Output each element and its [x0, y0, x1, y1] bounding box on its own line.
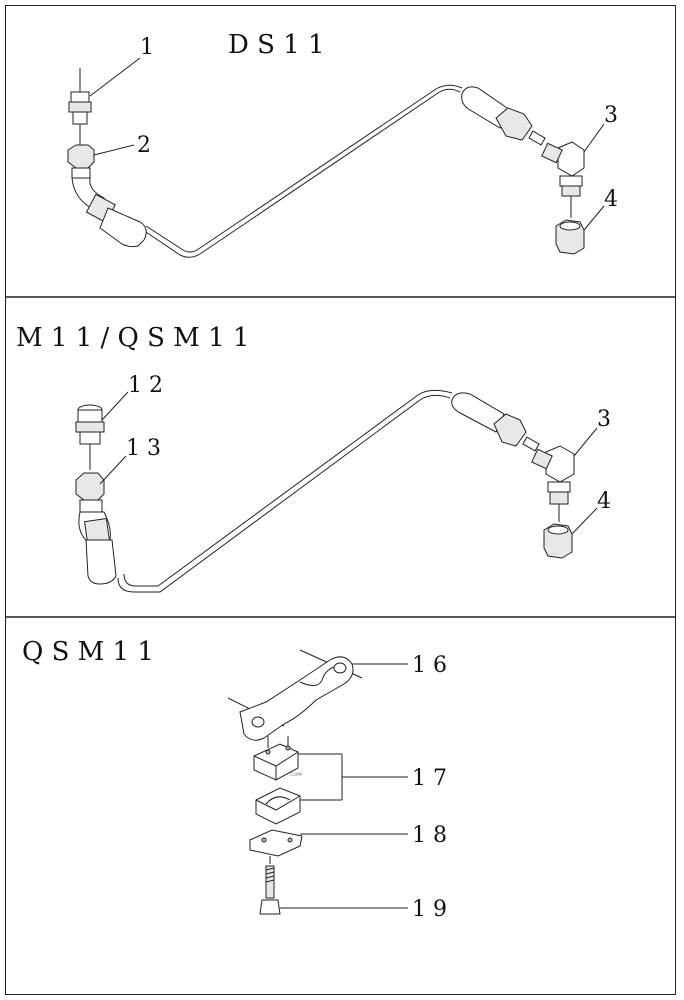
elbow-fitting-part-3b [531, 445, 575, 522]
leader-3 [583, 123, 605, 153]
label-part-2: 2 [137, 133, 151, 158]
connector-part-12 [75, 404, 105, 470]
leader-2 [93, 144, 135, 156]
fuel-tube-ds11 [145, 88, 461, 258]
diagram-frame [5, 5, 676, 995]
section-qsm11: Q S M 1 1 CLAMP 1 7 [22, 637, 447, 922]
label-part-16: 1 6 [412, 653, 447, 678]
clamp-tiny-text: CLAMP [290, 772, 303, 777]
label-part-4b: 4 [597, 489, 611, 514]
leader-1 [89, 57, 141, 97]
section-title-qsm11: Q S M 1 1 [22, 637, 154, 667]
leader-13 [99, 455, 127, 485]
leader-4 [583, 205, 605, 231]
elbow-fitting-part-3 [541, 141, 585, 218]
bolt-part-19 [259, 856, 408, 915]
label-part-4: 4 [604, 187, 618, 212]
hose-end-right-ds11 [461, 86, 546, 146]
hose-fitting-part-2 [67, 144, 147, 248]
plate-part-18 [249, 829, 408, 857]
label-part-17: 1 7 [412, 766, 447, 791]
nut-part-4b [543, 523, 573, 559]
hose-fitting-part-13 [75, 472, 117, 585]
leader-3b [573, 427, 598, 457]
label-part-12: 1 2 [128, 373, 163, 398]
clamp-part-17: CLAMP [253, 736, 408, 825]
label-part-3: 3 [604, 103, 618, 128]
hose-end-right-m11 [451, 392, 540, 452]
label-part-3b: 3 [597, 407, 611, 432]
leader-4b [571, 507, 598, 535]
section-m11-qsm11: M 1 1 / Q S M 1 1 [16, 323, 611, 593]
nut-part-4 [555, 219, 585, 255]
label-part-18: 1 8 [412, 823, 447, 848]
section-title-m11-qsm11: M 1 1 / Q S M 1 1 [16, 323, 249, 353]
section-title-ds11: D S 1 1 [228, 30, 325, 60]
bracket-part-16 [227, 649, 363, 741]
label-part-1: 1 [140, 35, 154, 60]
leader-12 [101, 391, 129, 421]
label-part-19: 1 9 [412, 897, 447, 922]
fuel-tube-m11 [117, 394, 451, 593]
connector-part-1 [68, 68, 92, 148]
section-ds11: D S 1 1 [67, 30, 618, 258]
label-part-13: 1 3 [126, 436, 161, 461]
